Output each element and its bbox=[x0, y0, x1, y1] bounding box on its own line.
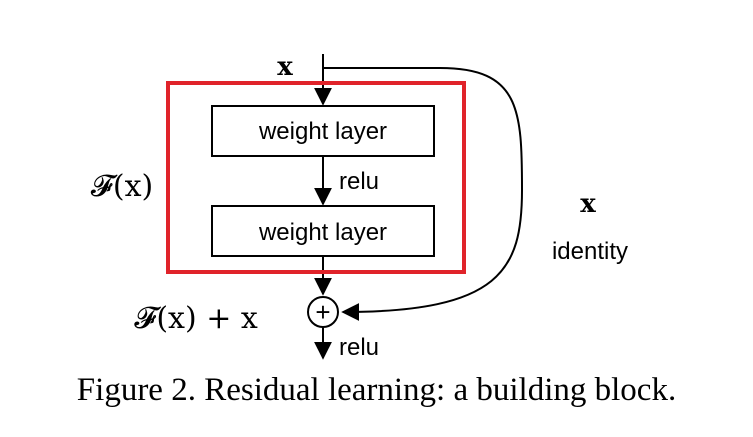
identity-shortcut-curve bbox=[323, 67, 524, 321]
weight-layer-1-box bbox=[211, 105, 435, 157]
sum-label: 𝓕(x) + x bbox=[134, 301, 258, 336]
residual-function-highlight bbox=[166, 81, 466, 274]
plus-icon: + bbox=[315, 297, 330, 327]
input-label: x bbox=[277, 52, 293, 82]
block-function-label: 𝓕(x) bbox=[91, 169, 153, 204]
shortcut-identity-label: identity bbox=[552, 238, 628, 265]
weight-layer-1-label: weight layer bbox=[258, 118, 387, 145]
figure-caption: Figure 2. Residual learning: a building … bbox=[76, 372, 677, 408]
relu-inner-label: relu bbox=[339, 168, 379, 195]
weight-layer-2-label: weight layer bbox=[258, 219, 387, 246]
shortcut-x-label: x bbox=[580, 189, 596, 219]
relu-output-label: relu bbox=[339, 334, 379, 361]
